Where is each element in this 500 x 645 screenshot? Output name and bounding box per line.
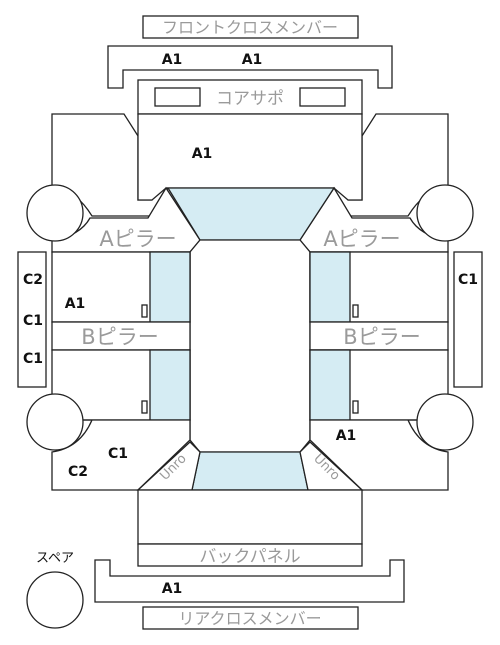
right-front-handle [352,304,359,318]
spare-label: スペア [36,551,74,566]
rear-cross-member-label: リアクロスメンバー [178,609,321,628]
core-support-label: コアサポ [216,89,284,109]
front-cross-member [107,45,393,89]
left-strip-grade-1: C2 [23,272,43,288]
left-strip-grade-2: C1 [23,313,43,329]
front-cross-grade-left: A1 [162,52,183,68]
b-pillar-left-label: Bピラー [81,325,158,349]
front-cross-member-label-box [142,15,359,39]
rear-cross-member-label-box [142,606,359,630]
a-pillar-left-label: Aピラー [99,227,176,251]
right-rear-handle [352,400,359,414]
wheel-front-left [26,184,84,242]
right-side-strip [453,251,483,388]
front-cross-member-label: フロントクロスメンバー [162,18,338,37]
rear-window [191,451,309,491]
left-rear-window [149,349,191,421]
a-pillar-right-label: Aピラー [323,227,400,251]
left-front-window [149,251,191,323]
left-rear-handle [141,400,148,414]
left-side-strip [17,251,47,388]
wheel-front-right [416,184,474,242]
b-pillar-left-box [51,321,191,351]
left-panel-grade: A1 [65,296,86,312]
hood-grade: A1 [192,146,213,162]
core-support-right-slot [299,87,346,107]
right-rear-window [309,349,351,421]
rear-cross-grade: A1 [162,581,183,597]
spare-tire [26,571,84,629]
right-rear-grade: A1 [336,428,357,444]
front-cross-grade-right: A1 [242,52,263,68]
wheel-rear-right [416,393,474,451]
left-rear-grade-c2: C2 [68,464,88,480]
trunk [137,489,363,545]
roof [189,239,311,453]
b-pillar-right-label: Bピラー [343,325,420,349]
right-front-window [309,251,351,323]
left-rear-grade-c1: C1 [108,446,128,462]
wheel-rear-left [26,393,84,451]
rear-cross-member [94,559,405,603]
core-support-left-slot [154,87,201,107]
left-strip-grade-3: C1 [23,351,43,367]
b-pillar-right-box [309,321,449,351]
hood [137,113,363,201]
back-panel [137,543,363,567]
back-panel-label: バックパネル [199,547,300,567]
left-front-handle [141,304,148,318]
right-strip-grade: C1 [458,272,478,288]
